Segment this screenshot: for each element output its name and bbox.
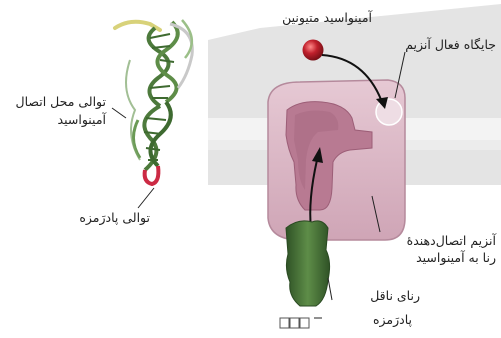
label-amino-acid: آمینواسید متیونین [240, 10, 372, 25]
label-active-site: جایگاه فعال آنزیم [368, 37, 496, 52]
label-anticodon-seq: توالی پادرَمزه [52, 210, 150, 225]
anticodon-box-3 [300, 318, 309, 328]
anticodon-box-2 [290, 318, 299, 328]
label-enzyme-line2: رنا به آمینواسید [376, 250, 496, 265]
leader-anticodon-seq [138, 188, 154, 208]
label-acceptor-line2: آمینواسید [2, 112, 106, 127]
label-enzyme-line1: آنزیم اتصال‌دهندهٔ [376, 233, 496, 248]
label-anticodon: پادرَمزه [322, 312, 412, 327]
methionine-ball [303, 40, 324, 61]
label-acceptor-line1: توالی محل اتصال [2, 94, 106, 109]
trna-3d-model [115, 20, 192, 184]
leader-acceptor [112, 108, 126, 118]
anticodon-box-1 [280, 318, 289, 328]
trna-body [286, 221, 330, 306]
label-trna: رنای ناقل [330, 288, 420, 303]
